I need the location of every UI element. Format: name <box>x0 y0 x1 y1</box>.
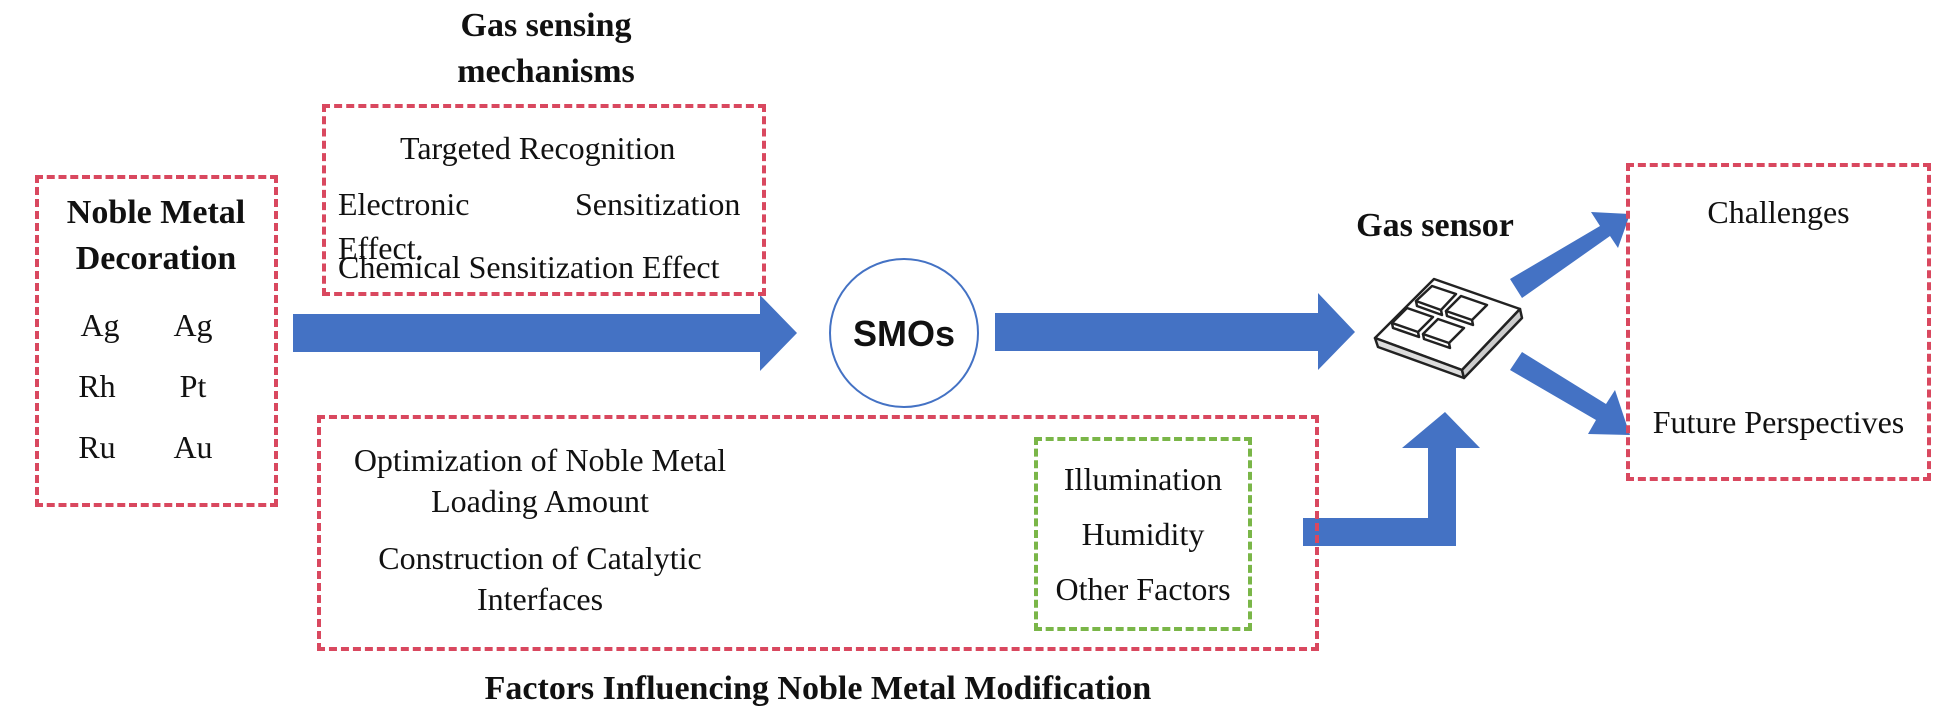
factor-catalytic-line2: Interfaces <box>476 581 604 617</box>
factor-optimization-line1: Optimization of Noble Metal <box>353 442 727 478</box>
smos-circle <box>829 258 979 408</box>
metal-ru: Ru <box>78 429 116 465</box>
arrow-factors-to-sensor <box>1303 412 1480 546</box>
gas-sensor-chip-icon <box>1373 277 1524 380</box>
mechanisms-title-line1: Gas sensing <box>460 7 632 44</box>
mechanisms-box <box>322 104 766 296</box>
factors-box <box>317 415 1319 651</box>
mechanism-effect: Effect. <box>338 230 424 266</box>
factor-illumination: Illumination <box>1063 461 1223 497</box>
noble-metal-title-line2: Decoration <box>75 240 237 277</box>
factor-catalytic-line1: Construction of Catalytic <box>378 540 702 576</box>
mechanism-electronic: Electronic <box>338 186 470 222</box>
metal-au: Au <box>173 429 213 465</box>
metal-pt: Pt <box>179 368 207 404</box>
factor-other: Other Factors <box>1055 571 1231 607</box>
outcome-challenges: Challenges <box>1707 194 1850 230</box>
mechanism-targeted-recognition: Targeted Recognition <box>400 130 676 166</box>
factor-optimization-line2: Loading Amount <box>431 483 649 519</box>
outcomes-box <box>1626 163 1931 481</box>
metal-ag-2: Ag <box>173 307 213 343</box>
noble-metal-title-line1: Noble Metal <box>66 194 246 231</box>
arrow-to-future <box>1510 352 1630 435</box>
mechanism-chemical-sensitization: Chemical Sensitization Effect <box>338 249 720 285</box>
arrow-to-smos <box>293 295 797 371</box>
smos-label: SMOs <box>852 313 956 354</box>
mechanisms-title-line2: mechanisms <box>457 53 635 90</box>
other-factors-box <box>1034 437 1252 631</box>
mechanism-sensitization: Sensitization <box>575 186 741 222</box>
gas-sensor-label: Gas sensor <box>1356 207 1514 244</box>
arrow-to-challenges <box>1510 212 1630 298</box>
factors-title: Factors Influencing Noble Metal Modifica… <box>484 670 1152 707</box>
arrow-to-sensor <box>995 293 1355 370</box>
metal-rh: Rh <box>78 368 116 404</box>
outcome-future-perspectives: Future Perspectives <box>1652 404 1905 440</box>
noble-metal-box <box>35 175 278 507</box>
metal-ag-1: Ag <box>80 307 120 343</box>
factor-humidity: Humidity <box>1081 516 1205 552</box>
